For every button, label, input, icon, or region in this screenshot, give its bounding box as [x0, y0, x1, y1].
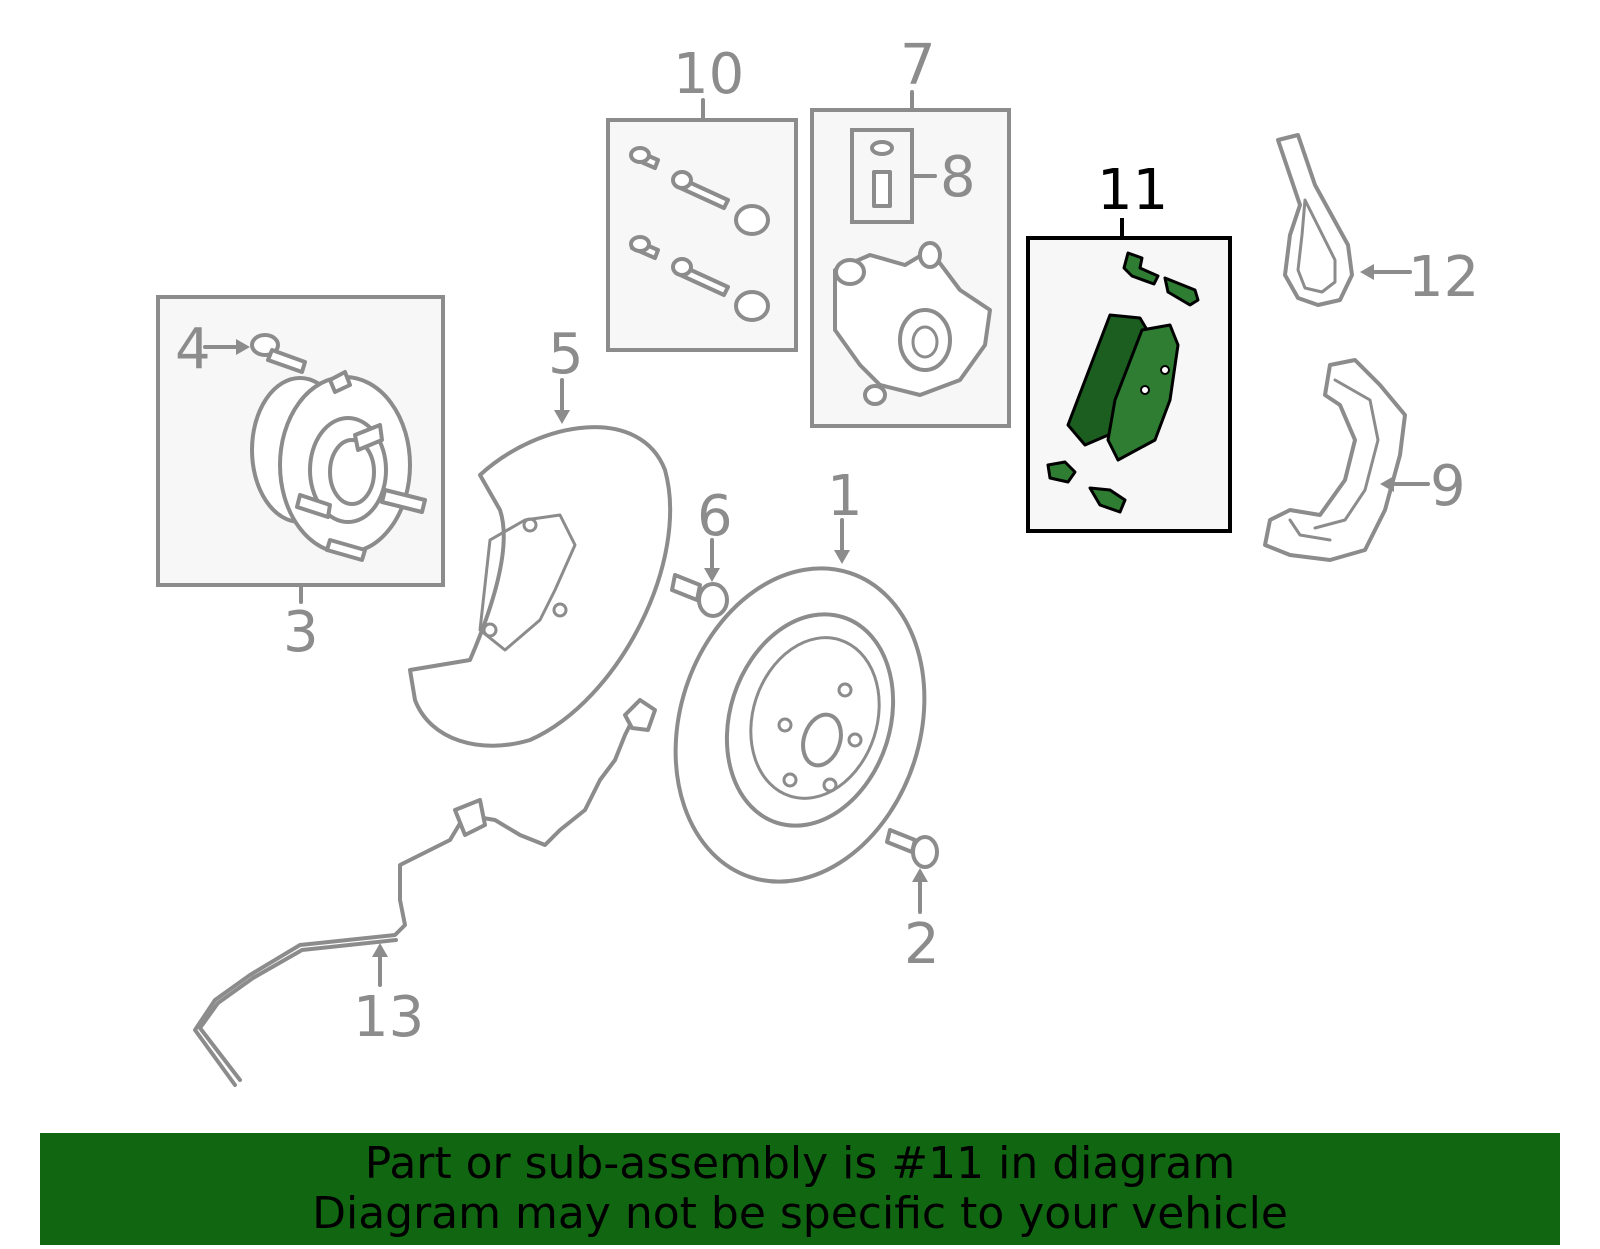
callout-12[interactable]: 12	[1408, 245, 1479, 310]
callout-2[interactable]: 2	[904, 912, 940, 977]
part-11-brake-pad-set[interactable]	[1026, 236, 1232, 533]
banner-line-1: Part or sub-assembly is #11 in diagram	[364, 1138, 1236, 1189]
part-7-caliper-assembly[interactable]	[810, 108, 1011, 428]
caliper-drawing	[833, 241, 992, 406]
part-10-hardware-kit[interactable]	[606, 118, 798, 352]
part-8-bleeder-kit[interactable]	[850, 128, 914, 224]
hub-bearing-drawing	[250, 370, 427, 562]
part-9-caliper-bracket[interactable]	[1263, 358, 1407, 562]
callout-11[interactable]: 11	[1097, 158, 1168, 223]
part-12-spring-clip[interactable]	[1276, 133, 1354, 307]
part-13-abs-sensor[interactable]	[193, 698, 657, 1087]
callout-7[interactable]: 7	[900, 33, 936, 98]
callout-3[interactable]: 3	[283, 600, 319, 665]
part-3-hub-bearing-group[interactable]	[156, 295, 445, 587]
callout-8[interactable]: 8	[940, 145, 976, 210]
part-2-screw[interactable]	[885, 828, 939, 869]
banner-line-2: Diagram may not be specific to your vehi…	[312, 1188, 1288, 1239]
part-1-rotor[interactable]	[636, 536, 963, 915]
callout-13[interactable]: 13	[353, 985, 424, 1050]
callout-4[interactable]: 4	[175, 317, 211, 382]
callout-10[interactable]: 10	[673, 42, 744, 107]
part-5-dust-shield[interactable]	[408, 425, 673, 748]
part-6-bolt[interactable]	[670, 573, 729, 618]
callout-1[interactable]: 1	[827, 464, 863, 529]
info-banner: Part or sub-assembly is #11 in diagram D…	[40, 1133, 1560, 1245]
part-4-bolt[interactable]	[250, 333, 307, 374]
callout-9[interactable]: 9	[1430, 454, 1466, 519]
callout-6[interactable]: 6	[697, 484, 733, 549]
callout-5[interactable]: 5	[548, 322, 584, 387]
